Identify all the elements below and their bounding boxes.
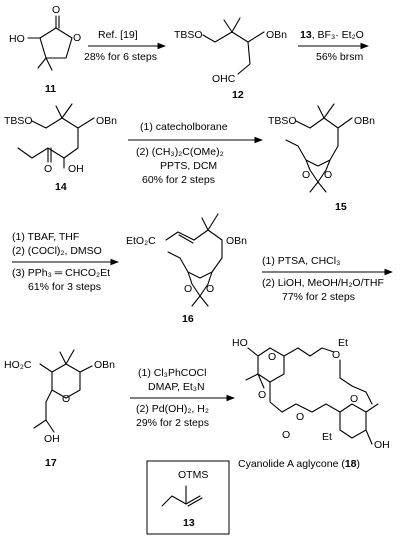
c18-caption: Cyanolide A aglycone (18) bbox=[238, 458, 360, 470]
compound-14: TBSO OBn O OH 14 bbox=[4, 103, 117, 193]
c18-oh: OH bbox=[374, 439, 390, 451]
c17-acid: HO₂C bbox=[4, 359, 32, 371]
c15-tbso: TBSO bbox=[268, 115, 297, 127]
step4-line4: 61% for 3 steps bbox=[28, 281, 101, 293]
step4-line1: (1) TBAF, THF bbox=[12, 231, 79, 243]
c17-oh: OH bbox=[44, 433, 60, 445]
c15-chain bbox=[295, 103, 353, 147]
step6-line3: (2) Pd(OH)₂, H₂ bbox=[136, 403, 209, 415]
step3-line3: PPTS, DCM bbox=[160, 160, 217, 172]
c12-label: 12 bbox=[232, 89, 244, 101]
c14-chain bbox=[17, 103, 95, 169]
c17-ring bbox=[33, 349, 93, 433]
step5-line3: 77% for 2 steps bbox=[282, 291, 355, 303]
c18-macrocycle bbox=[269, 359, 379, 445]
step2-reagent: 13, BF₃· Et₂O bbox=[300, 29, 364, 41]
c11-ring bbox=[39, 27, 73, 59]
step6-line2: DMAP, Et₃N bbox=[148, 381, 205, 393]
step4-line2: (2) (COCl)₂, DMSO bbox=[12, 245, 102, 257]
compound-16: EtO₂C OBn O O 16 bbox=[126, 213, 247, 325]
compound-17: HO₂C OBn O OH 17 bbox=[4, 349, 115, 469]
c18-o4: O bbox=[350, 393, 358, 405]
c18-o6: O bbox=[282, 429, 290, 441]
c12-tbso: TBSO bbox=[174, 29, 203, 41]
step-6: (1) Cl₃PhCOCl DMAP, Et₃N (2) Pd(OH)₂, H₂… bbox=[130, 367, 236, 429]
c14-oh: OH bbox=[68, 163, 84, 175]
c18-o1: O bbox=[268, 351, 276, 363]
c15-label: 15 bbox=[335, 201, 347, 213]
c18-o2: O bbox=[332, 349, 340, 361]
c14-tbso: TBSO bbox=[4, 115, 33, 127]
c11-ring-o: O bbox=[73, 32, 81, 44]
step5-line2: (2) LiOH, MeOH/H₂O/THF bbox=[262, 277, 384, 289]
step5-line1: (1) PTSA, CHCl₃ bbox=[262, 255, 340, 267]
step3-line4: 60% for 2 steps bbox=[142, 174, 215, 186]
step-5: (1) PTSA, CHCl₃ (2) LiOH, MeOH/H₂O/THF 7… bbox=[262, 255, 394, 303]
c17-ring-o: O bbox=[62, 393, 70, 405]
step1-reagent: Ref. [19] bbox=[98, 29, 138, 41]
step3-line1: (1) catecholborane bbox=[140, 121, 228, 133]
step-4: (1) TBAF, THF (2) (COCl)₂, DMSO (3) PPh₃… bbox=[12, 231, 120, 293]
c11-carbonyl-o: O bbox=[52, 4, 60, 16]
c15-o2: O bbox=[324, 169, 332, 181]
compound-12: TBSO OBn OHC 12 bbox=[174, 17, 287, 101]
step4-line3: (3) PPh₃ ═ CHCO₂Et bbox=[12, 267, 110, 279]
compound-13-box: OTMS 13 bbox=[146, 460, 230, 535]
c18-left-ring bbox=[245, 347, 335, 389]
c14-ketone-o: O bbox=[44, 163, 52, 175]
c16-chain bbox=[165, 213, 223, 307]
c11-label: 11 bbox=[45, 83, 56, 95]
c16-o1: O bbox=[184, 283, 192, 295]
c16-o2: O bbox=[206, 283, 214, 295]
c13-skeleton bbox=[161, 485, 203, 507]
compound-18: HO Et O O O O O O Et OH Cyanolide A agly… bbox=[232, 337, 390, 470]
step6-line4: 29% for 2 steps bbox=[136, 417, 209, 429]
c15-obn: OBn bbox=[354, 115, 375, 127]
compound-11: O O HO 11 bbox=[9, 4, 81, 95]
step-3: (1) catecholborane (2) (CH₃)₂C(OMe)₂ PPT… bbox=[128, 121, 264, 186]
c16-obn: OBn bbox=[226, 235, 247, 247]
c12-obn: OBn bbox=[266, 29, 287, 41]
step1-yield: 28% for 6 steps bbox=[84, 51, 157, 63]
c15-acetonide-ring bbox=[285, 139, 339, 193]
c18-o3: O bbox=[258, 389, 266, 401]
c12-cho: OHC bbox=[212, 73, 236, 85]
c16-ester: EtO₂C bbox=[126, 235, 156, 247]
c18-et-bottom: Et bbox=[322, 431, 332, 443]
step-2: 13, BF₃· Et₂O 56% brsm bbox=[298, 29, 370, 63]
c18-ho: HO bbox=[232, 337, 248, 349]
c12-chain bbox=[202, 17, 265, 75]
c13-frame bbox=[146, 460, 230, 535]
c13-otms: OTMS bbox=[178, 469, 208, 481]
c18-o5: O bbox=[296, 411, 304, 423]
step6-line1: (1) Cl₃PhCOCl bbox=[138, 367, 206, 379]
c17-obn: OBn bbox=[94, 359, 115, 371]
step-1: Ref. [19] 28% for 6 steps bbox=[84, 29, 167, 63]
c11-ho: HO bbox=[9, 33, 25, 45]
c16-label: 16 bbox=[182, 313, 194, 325]
c15-o1: O bbox=[302, 169, 310, 181]
c11-carbonyl-bond bbox=[55, 15, 60, 29]
c13-label: 13 bbox=[183, 517, 195, 529]
c14-label: 14 bbox=[55, 181, 67, 193]
step2-yield: 56% brsm bbox=[316, 51, 364, 63]
c14-obn: OBn bbox=[96, 115, 117, 127]
step3-line2: (2) (CH₃)₂C(OMe)₂ bbox=[136, 146, 224, 158]
c11-methyls bbox=[37, 57, 53, 71]
c17-label: 17 bbox=[45, 457, 57, 469]
compound-15: TBSO OBn O O 15 bbox=[268, 103, 375, 213]
c18-et-top: Et bbox=[338, 337, 348, 349]
